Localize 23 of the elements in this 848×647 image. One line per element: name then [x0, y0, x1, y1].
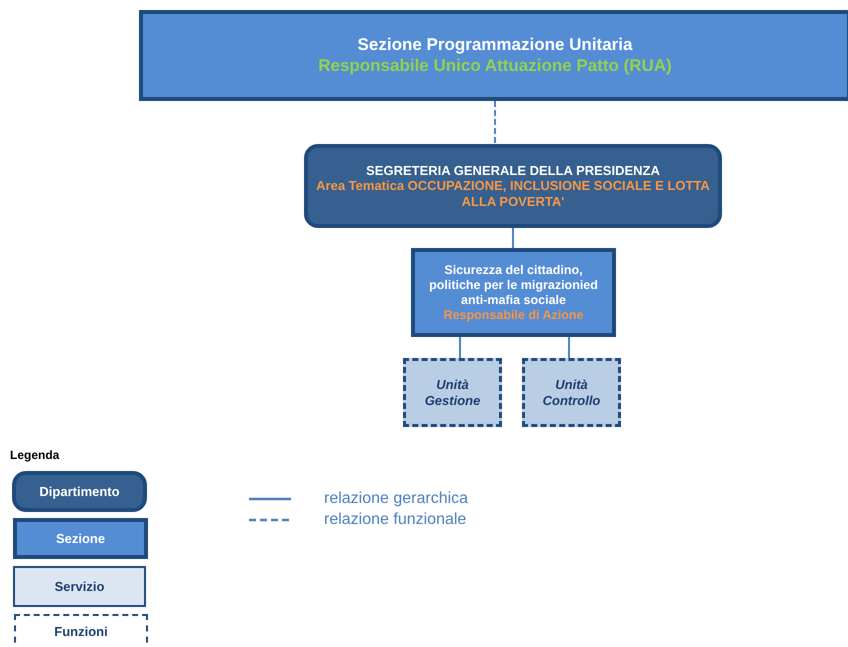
department-box	[304, 144, 722, 228]
connector-line	[568, 337, 570, 358]
role-text: Responsabile Unico Attuazione Patto (RUA)	[318, 56, 672, 76]
function-box	[522, 358, 621, 427]
role-text: Responsabile di Azione	[444, 308, 584, 322]
connector-line	[494, 101, 496, 144]
unit-name: Sicurezza del cittadino, politiche per le migrazionied anti-mafia sociale	[428, 262, 599, 308]
legend-sample-box: Sezione	[13, 518, 148, 559]
legend-sample-box: Servizio	[13, 566, 146, 607]
unit-name: Unità Controllo	[542, 376, 602, 408]
legend-text: relazione funzionale	[324, 510, 466, 530]
legend-title: Legenda	[10, 448, 60, 462]
connector-line	[512, 228, 514, 248]
role-text: Area Tematica OCCUPAZIONE, INCLUSIONE SOCIALE E LOTTA ALLA POVERTA'	[316, 178, 710, 210]
function-box	[403, 358, 502, 427]
unit-name: Sezione Programmazione Unitaria	[358, 35, 632, 56]
connector-line	[459, 337, 461, 358]
unit-name: Unità Gestione	[424, 376, 482, 408]
section-box	[411, 248, 616, 337]
legend-sample-box: Dipartimento	[12, 471, 147, 512]
unit-name: SEGRETERIA GENERALE DELLA PRESIDENZA	[366, 162, 660, 178]
legend-text: relazione gerarchica	[324, 489, 468, 509]
section-box	[139, 10, 848, 101]
